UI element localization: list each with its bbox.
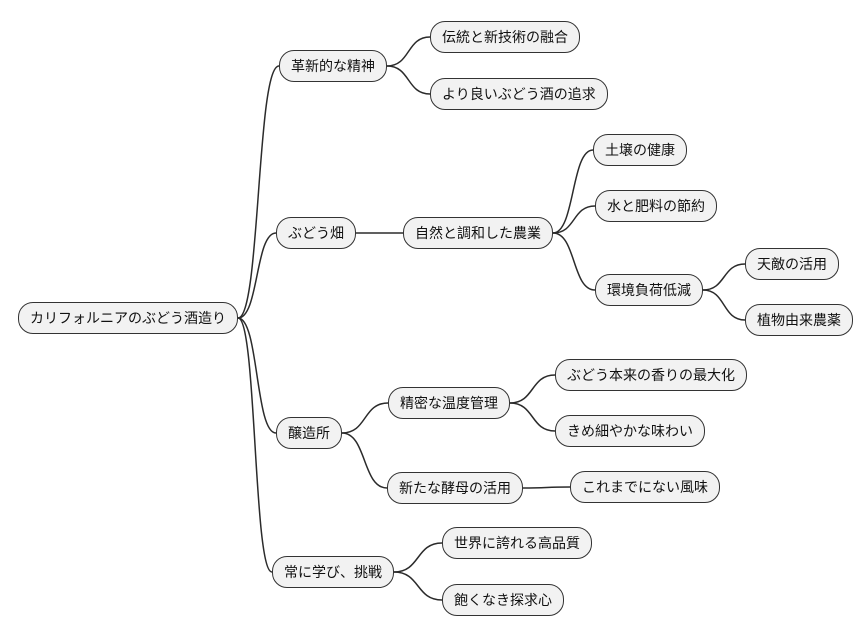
node-world-class-quality[interactable]: 世界に誇れる高品質: [442, 527, 592, 559]
edge-brewery-new_yeast: [341, 432, 388, 489]
edge-root-brewery: [237, 317, 277, 434]
node-brewery[interactable]: 醸造所: [276, 417, 342, 449]
edge-harmony_farming-env_load: [552, 232, 596, 291]
node-new-yeast[interactable]: 新たな酵母の活用: [387, 472, 523, 504]
node-harmony-farming[interactable]: 自然と調和した農業: [403, 217, 553, 249]
node-temp-control[interactable]: 精密な温度管理: [388, 387, 510, 419]
edge-env_load-plant_pesticide: [702, 289, 746, 321]
edge-new_yeast-new_flavor: [522, 486, 571, 489]
node-new-flavor[interactable]: これまでにない風味: [570, 471, 720, 503]
node-vineyard[interactable]: ぶどう畑: [276, 217, 356, 249]
node-plant-pesticide[interactable]: 植物由来農薬: [745, 304, 853, 336]
edge-root-vineyard: [237, 232, 277, 319]
node-natural-enemies[interactable]: 天敵の活用: [745, 248, 839, 280]
node-tradition-fusion[interactable]: 伝統と新技術の融合: [430, 21, 580, 53]
edge-innovation-better_wine: [386, 65, 431, 95]
edge-harmony_farming-soil_health: [552, 149, 594, 234]
node-innovative-spirit[interactable]: 革新的な精神: [279, 50, 387, 82]
edge-learning-world_quality: [393, 542, 443, 573]
node-soil-health[interactable]: 土壌の健康: [593, 134, 687, 166]
node-root[interactable]: カリフォルニアのぶどう酒造り: [18, 302, 238, 334]
edge-harmony_farming-water_fertilizer: [552, 205, 596, 234]
edge-temp_control-aroma_max: [509, 374, 556, 404]
node-water-fertilizer[interactable]: 水と肥料の節約: [595, 190, 717, 222]
edge-root-learning: [237, 317, 273, 573]
node-env-load-reduction[interactable]: 環境負荷低減: [595, 274, 703, 306]
node-endless-curiosity[interactable]: 飽くなき探求心: [442, 584, 564, 616]
node-fine-taste[interactable]: きめ細やかな味わい: [555, 415, 705, 447]
node-better-wine-pursuit[interactable]: より良いぶどう酒の追求: [430, 78, 608, 110]
edge-env_load-natural_enemies: [702, 263, 746, 291]
edge-root-innovation: [237, 65, 280, 319]
edge-innovation-tradition_fusion: [386, 36, 431, 67]
node-aroma-maximization[interactable]: ぶどう本来の香りの最大化: [555, 359, 747, 391]
edge-temp_control-fine_taste: [509, 402, 556, 432]
edge-brewery-temp_control: [341, 402, 389, 434]
edge-learning-curiosity: [393, 571, 443, 601]
node-always-learning[interactable]: 常に学び、挑戦: [272, 556, 394, 588]
